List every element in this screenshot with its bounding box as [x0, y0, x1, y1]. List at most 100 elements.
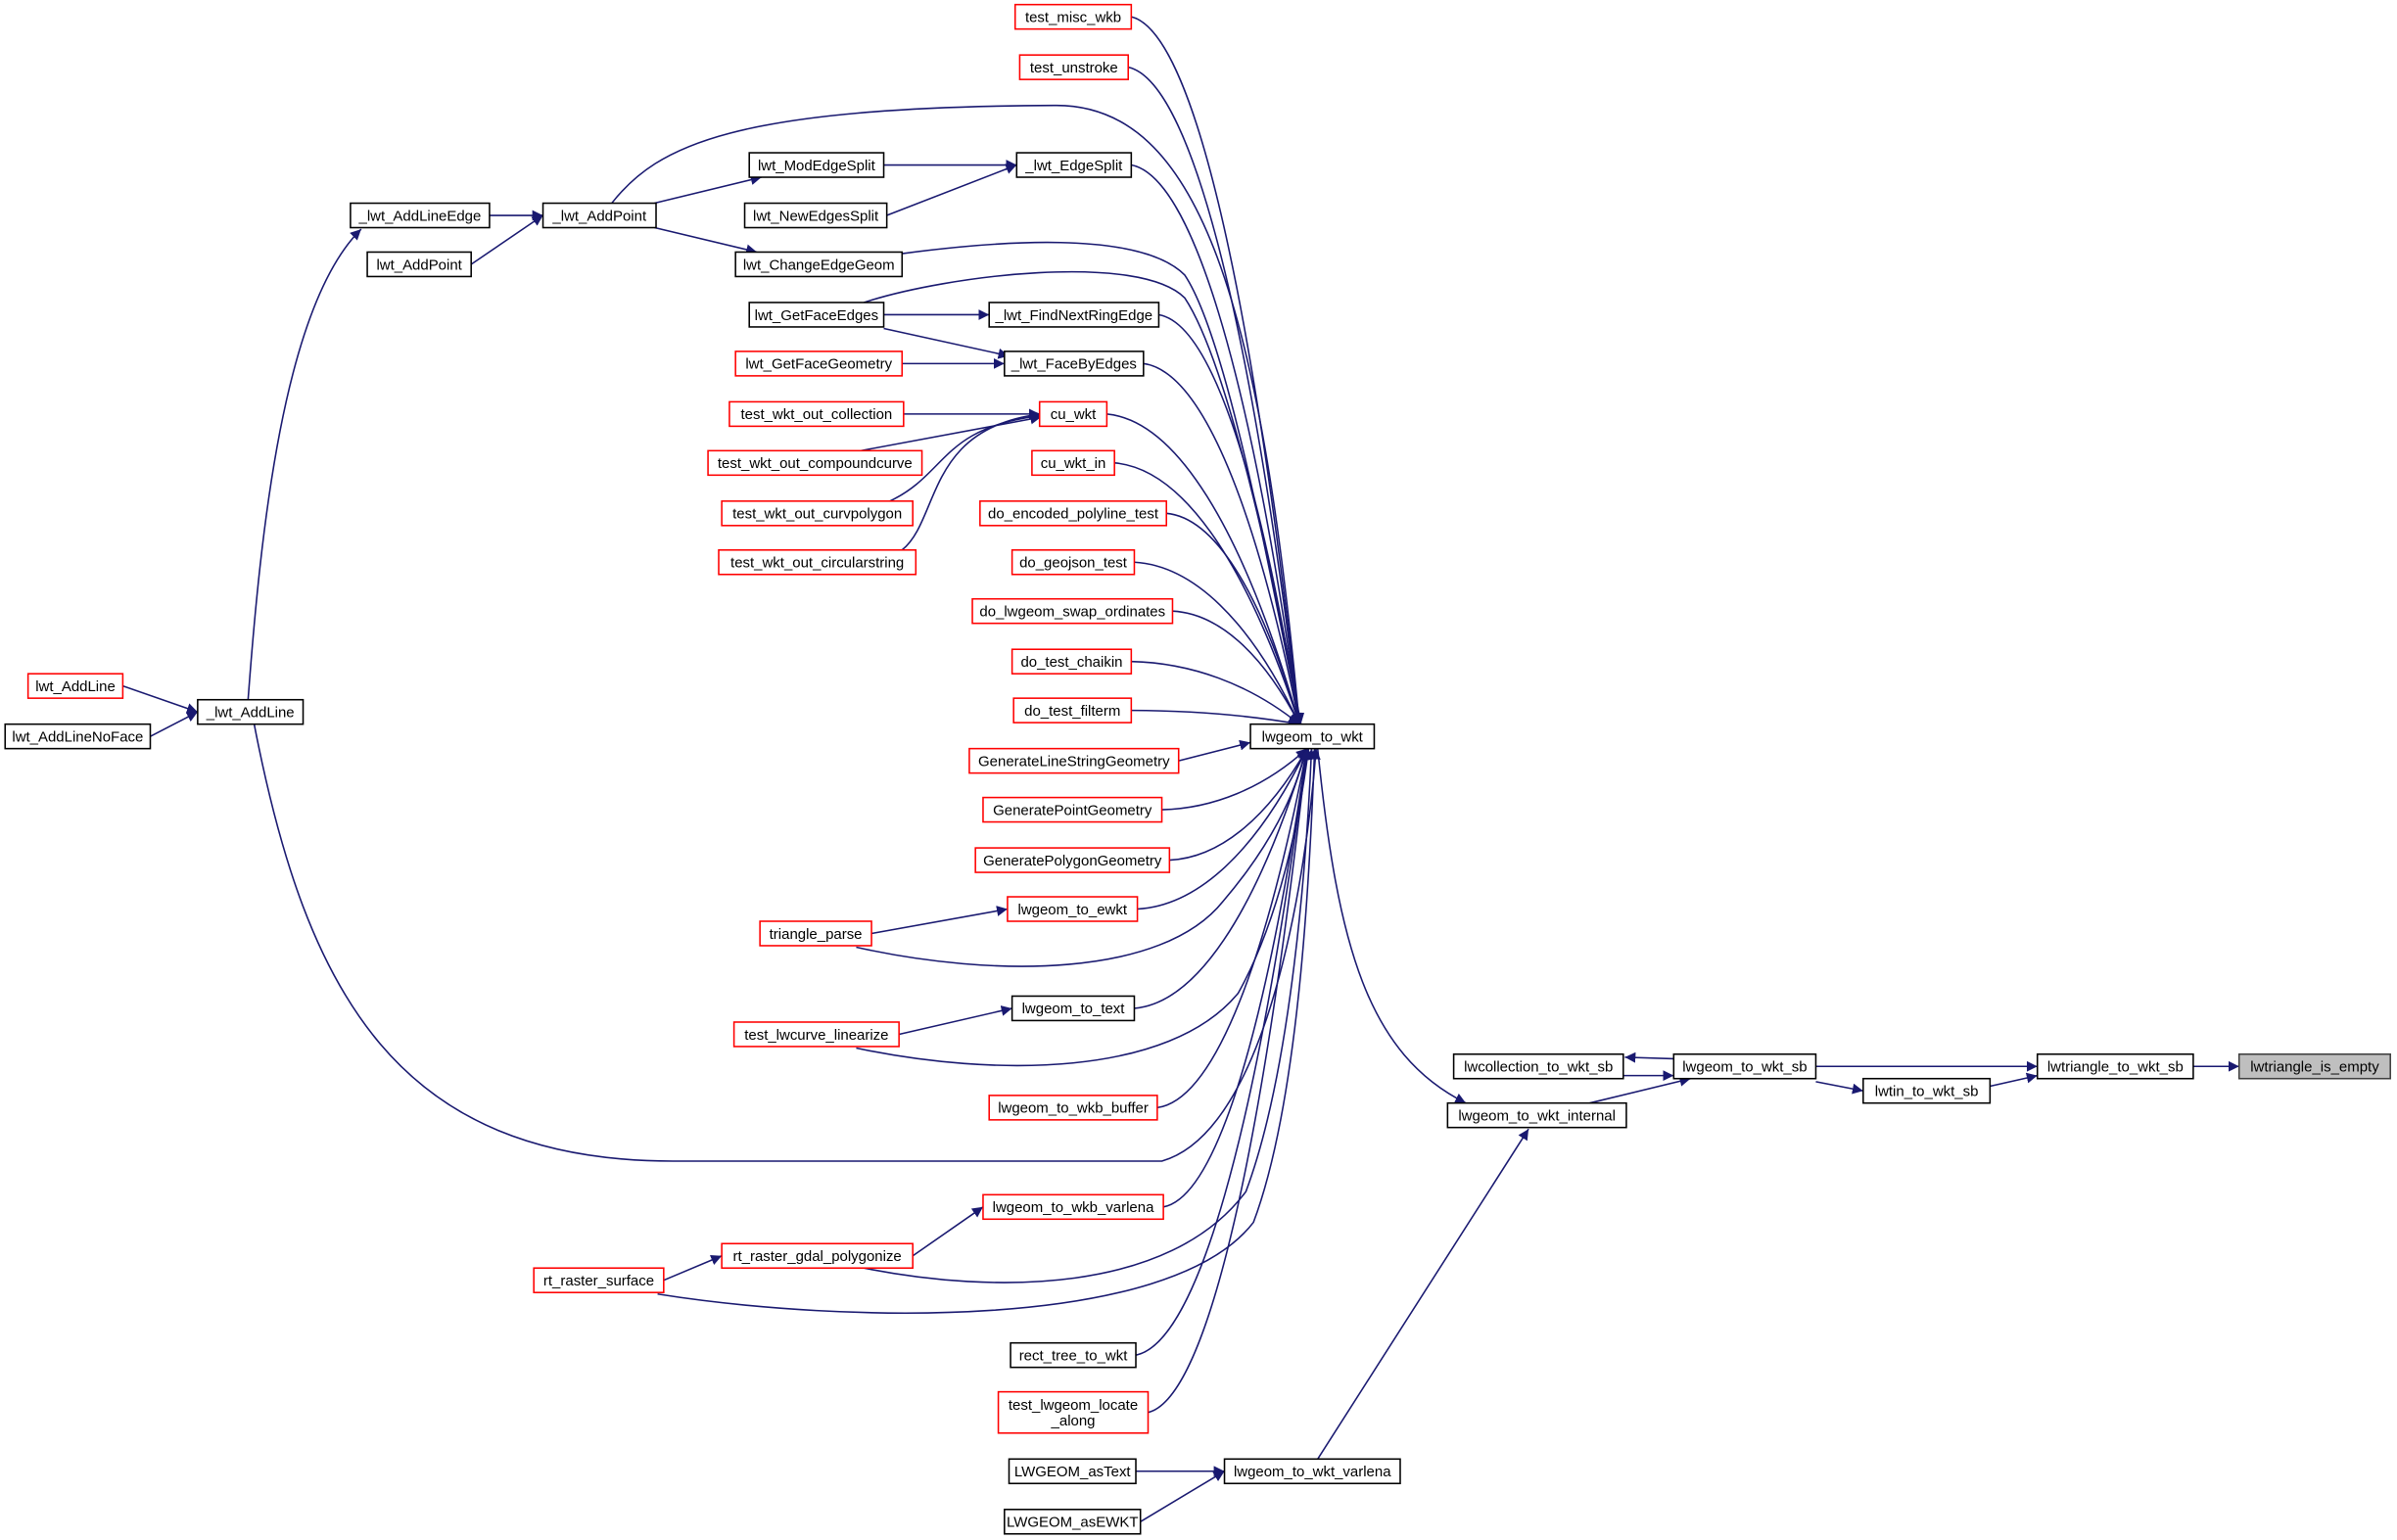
edge-cu_wkt_in-to-lwgeom_to_wkt	[1114, 462, 1301, 724]
node-do_encoded_polyline_test[interactable]: do_encoded_polyline_test	[979, 500, 1168, 527]
node-LWGEOM_asEWKT[interactable]: LWGEOM_asEWKT	[1004, 1509, 1142, 1535]
node-_lwt_AddPoint[interactable]: _lwt_AddPoint	[541, 202, 657, 229]
node-test_unstroke[interactable]: test_unstroke	[1018, 54, 1129, 80]
node-lwcollection_to_wkt_sb[interactable]: lwcollection_to_wkt_sb	[1452, 1052, 1624, 1080]
node-test_wkt_out_circularstring[interactable]: test_wkt_out_circularstring	[718, 549, 917, 576]
node-box	[743, 202, 888, 229]
node-lwt_AddLineNoFace[interactable]: lwt_AddLineNoFace	[4, 723, 152, 750]
node-test_misc_wkb[interactable]: test_misc_wkb	[1013, 3, 1133, 30]
node-box	[533, 1267, 665, 1293]
node-do_test_filterm[interactable]: do_test_filterm	[1012, 697, 1133, 723]
node-lwtin_to_wkt_sb[interactable]: lwtin_to_wkt_sb	[1862, 1077, 1992, 1104]
node-lwgeom_to_wkb_buffer[interactable]: lwgeom_to_wkb_buffer	[988, 1095, 1158, 1121]
node-lwgeom_to_wkb_varlena[interactable]: lwgeom_to_wkb_varlena	[982, 1193, 1164, 1221]
node-test_lwgeom_locate_along[interactable]: test_lwgeom_locate_along	[997, 1390, 1150, 1434]
node-_lwt_FaceByEdges[interactable]: _lwt_FaceByEdges	[1004, 350, 1145, 377]
node-label: lwgeom_to_wkt	[1262, 728, 1364, 745]
edge-_lwt_AddLine-to-lwgeom_to_wkt	[253, 723, 1321, 1162]
node-label: lwtriangle_to_wkt_sb	[2047, 1059, 2184, 1076]
node-_lwt_AddLine[interactable]: _lwt_AddLine	[197, 698, 305, 725]
node-label: _lwt_AddPoint	[551, 208, 647, 224]
node-label: test_wkt_out_compoundcurve	[718, 455, 913, 472]
edge-test_wkt_out_circularstring-to-cu_wkt	[901, 409, 1042, 551]
edge-test_lwcurve_linearize-to-lwgeom_to_text	[898, 1005, 1012, 1036]
node-box	[4, 723, 152, 750]
edge-LWGEOM_asEWKT-to-lwgeom_to_wkt_varlena	[1140, 1470, 1225, 1522]
node-lwgeom_to_wkt_varlena[interactable]: lwgeom_to_wkt_varlena	[1223, 1458, 1401, 1485]
node-LWGEOM_asText[interactable]: LWGEOM_asText	[1008, 1458, 1137, 1485]
node-triangle_parse[interactable]: triangle_parse	[759, 920, 872, 947]
node-GeneratePointGeometry[interactable]: GeneratePointGeometry	[982, 796, 1163, 823]
node-label: test_unstroke	[1030, 60, 1118, 76]
edge-rt_raster_surface-to-rt_raster_gdal_polygonize	[663, 1254, 723, 1282]
node-lwt_AddPoint[interactable]: lwt_AddPoint	[366, 251, 472, 278]
edge-test_unstroke-to-lwgeom_to_wkt	[1128, 66, 1304, 724]
node-box	[748, 152, 885, 178]
node-lwgeom_to_text[interactable]: lwgeom_to_text	[1010, 995, 1136, 1022]
node-GeneratePolygonGeometry[interactable]: GeneratePolygonGeometry	[974, 847, 1171, 873]
node-lwgeom_to_wkt_sb[interactable]: lwgeom_to_wkt_sb	[1672, 1052, 1817, 1080]
edge-lwt_AddPoint-to-_lwt_AddPoint	[470, 214, 543, 265]
node-lwt_GetFaceEdges[interactable]: lwt_GetFaceEdges	[748, 302, 885, 328]
node-label: do_encoded_polyline_test	[988, 506, 1159, 523]
node-test_lwcurve_linearize[interactable]: test_lwcurve_linearize	[732, 1021, 900, 1048]
edge-lwgeom_to_ewkt-to-lwgeom_to_wkt	[1137, 748, 1308, 910]
node-lwt_ModEdgeSplit[interactable]: lwt_ModEdgeSplit	[748, 152, 885, 178]
node-label: lwgeom_to_wkb_buffer	[998, 1100, 1149, 1117]
node-rect_tree_to_wkt[interactable]: rect_tree_to_wkt	[1010, 1341, 1137, 1369]
node-box	[968, 747, 1180, 774]
node-box	[988, 1095, 1158, 1121]
node-test_wkt_out_compoundcurve[interactable]: test_wkt_out_compoundcurve	[707, 449, 923, 477]
node-box	[721, 500, 914, 527]
edge-lwt_AddLineNoFace-to-_lwt_AddLine	[150, 711, 199, 737]
node-cu_wkt_in[interactable]: cu_wkt_in	[1031, 449, 1115, 477]
node-lwt_AddLine[interactable]: lwt_AddLine	[26, 673, 124, 699]
node-lwtriangle_is_empty[interactable]: lwtriangle_is_empty	[2237, 1052, 2391, 1080]
node-lwgeom_to_wkt[interactable]: lwgeom_to_wkt	[1249, 723, 1376, 750]
node-test_wkt_out_collection[interactable]: test_wkt_out_collection	[728, 400, 905, 428]
node-box	[718, 549, 917, 576]
node-lwgeom_to_wkt_internal[interactable]: lwgeom_to_wkt_internal	[1446, 1101, 1627, 1129]
node-box	[1452, 1052, 1624, 1080]
node-GenerateLineStringGeometry[interactable]: GenerateLineStringGeometry	[968, 747, 1180, 774]
node-box	[988, 302, 1160, 328]
node-label: test_wkt_out_circularstring	[730, 555, 904, 572]
node-box	[1010, 995, 1136, 1022]
node-label: _lwt_FaceByEdges	[1010, 356, 1137, 373]
node-box	[2237, 1052, 2391, 1080]
node-cu_wkt[interactable]: cu_wkt	[1038, 400, 1108, 428]
node-do_lwgeom_swap_ordinates[interactable]: do_lwgeom_swap_ordinates	[971, 597, 1174, 625]
node-label: lwtin_to_wkt_sb	[1875, 1084, 1979, 1100]
node-do_geojson_test[interactable]: do_geojson_test	[1010, 549, 1136, 576]
node-label: lwt_AddLineNoFace	[12, 728, 143, 745]
node-lwt_NewEdgesSplit[interactable]: lwt_NewEdgesSplit	[743, 202, 888, 229]
node-box	[197, 698, 305, 725]
node-test_wkt_out_curvpolygon[interactable]: test_wkt_out_curvpolygon	[721, 500, 914, 527]
node-box	[1010, 549, 1136, 576]
edge-_lwt_AddLine-to-_lwt_AddLineEdge	[247, 228, 362, 700]
node-lwt_ChangeEdgeGeom[interactable]: lwt_ChangeEdgeGeom	[734, 251, 904, 278]
node-label: do_geojson_test	[1019, 555, 1128, 572]
node-label: GenerateLineStringGeometry	[978, 753, 1170, 770]
node-_lwt_EdgeSplit[interactable]: _lwt_EdgeSplit	[1015, 152, 1133, 178]
node-rt_raster_gdal_polygonize[interactable]: rt_raster_gdal_polygonize	[721, 1242, 914, 1270]
node-box	[728, 400, 905, 428]
node-_lwt_FindNextRingEdge[interactable]: _lwt_FindNextRingEdge	[988, 302, 1160, 328]
node-do_test_chaikin[interactable]: do_test_chaikin	[1010, 648, 1133, 675]
node-lwgeom_to_ewkt[interactable]: lwgeom_to_ewkt	[1007, 896, 1139, 922]
node-_lwt_AddLineEdge[interactable]: _lwt_AddLineEdge	[350, 202, 491, 229]
node-lwt_GetFaceGeometry[interactable]: lwt_GetFaceGeometry	[734, 350, 904, 377]
edge-GeneratePointGeometry-to-lwgeom_to_wkt	[1161, 748, 1308, 811]
node-box	[1038, 400, 1108, 428]
node-rt_raster_surface[interactable]: rt_raster_surface	[533, 1267, 665, 1293]
node-lwtriangle_to_wkt_sb[interactable]: lwtriangle_to_wkt_sb	[2036, 1052, 2194, 1080]
node-label: test_lwcurve_linearize	[744, 1027, 888, 1044]
edge-lwgeom_to_wkt_sb-to-lwtin_to_wkt_sb	[1815, 1081, 1863, 1095]
edge-lwgeom_to_wkt_internal-to-lwgeom_to_wkt_sb	[1589, 1075, 1691, 1104]
edge-do_test_filterm-to-lwgeom_to_wkt	[1131, 709, 1300, 728]
node-label: lwgeom_to_text	[1022, 1001, 1126, 1017]
node-label: _lwt_AddLineEdge	[357, 208, 481, 224]
node-label: lwt_GetFaceEdges	[755, 307, 878, 324]
node-box	[350, 202, 491, 229]
node-label: lwt_GetFaceGeometry	[745, 356, 892, 373]
